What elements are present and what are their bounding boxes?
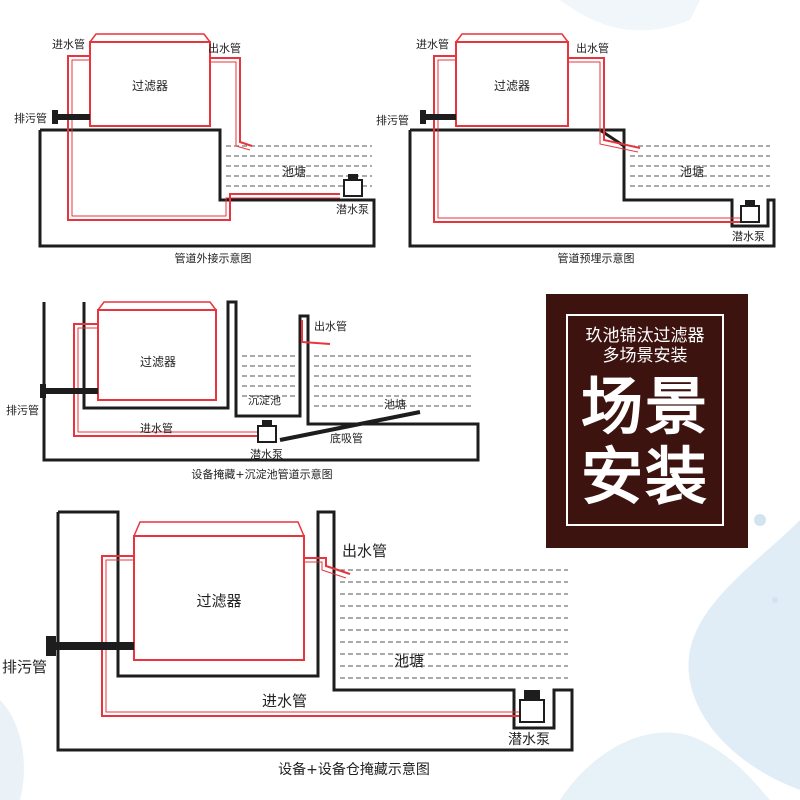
outlet-label: 出水管 [314, 319, 347, 333]
pond-water-lines [340, 570, 568, 678]
banner-big-text-2: 安装 [568, 442, 722, 512]
pond-label: 池塘 [680, 164, 704, 179]
pond-label: 池塘 [384, 397, 406, 411]
ground-outline [410, 130, 774, 246]
banner-brand-line: 玖池锦汰过滤器 [568, 326, 722, 346]
drain-pipe [56, 114, 90, 120]
inlet-label: 进水管 [52, 37, 85, 51]
pond-label: 池塘 [282, 164, 306, 179]
settling-tank-label: 沉淀池 [248, 393, 281, 407]
outlet-label: 出水管 [342, 542, 387, 560]
drain-label: 排污管 [14, 111, 47, 125]
filter-label: 过滤器 [132, 79, 168, 93]
outlet-label: 出水管 [208, 41, 241, 55]
diagram-caption: 设备掩藏+沉淀池管道示意图 [191, 467, 332, 481]
pump-label: 潜水泵 [732, 229, 765, 243]
ground-outline [40, 130, 374, 246]
banner-big-text-1: 场景 [568, 372, 722, 442]
filter-label: 过滤器 [494, 79, 530, 93]
inlet-label: 进水管 [262, 692, 307, 710]
drain-pipe [44, 388, 98, 394]
diagram-external-piping: 过滤器 进水管 出水管 排污管 池塘 潜水泵 管道外接示意图 [14, 34, 374, 265]
pump-label: 潜水泵 [508, 732, 550, 748]
drain-label: 排污管 [6, 403, 39, 417]
pump-icon [344, 174, 362, 196]
drain-pipe [424, 114, 456, 120]
pump-icon [258, 420, 276, 442]
bottom-suction-label: 底吸管 [330, 431, 363, 445]
diagram-hidden-settling-tank: 过滤器 出水管 排污管 沉淀池 池塘 进水管 底吸管 潜水泵 设备掩藏+沉淀池管… [6, 302, 478, 481]
filter-label: 过滤器 [196, 592, 241, 610]
drain-pipe [56, 642, 134, 650]
banner-subtitle: 多场景安装 [568, 346, 722, 366]
drain-label: 排污管 [376, 113, 409, 127]
diagram-caption: 管道预埋示意图 [558, 251, 635, 265]
inlet-label: 进水管 [416, 37, 449, 51]
outlet-label: 出水管 [576, 41, 609, 55]
diagram-caption: 管道外接示意图 [175, 251, 252, 265]
pump-icon [741, 200, 759, 222]
drain-label: 排污管 [2, 658, 47, 676]
pond-label: 池塘 [394, 652, 424, 670]
outlet-pipe [210, 58, 252, 146]
diagram-hidden-equipment-bay: 过滤器 出水管 排污管 池塘 进水管 潜水泵 设备+设备仓掩藏示意图 [2, 512, 572, 778]
pump-label: 潜水泵 [336, 202, 369, 216]
outlet-pipe [568, 58, 640, 148]
inlet-label: 进水管 [140, 421, 173, 435]
diagram-caption: 设备+设备仓掩藏示意图 [278, 761, 430, 778]
pump-icon [520, 690, 544, 722]
pump-label: 潜水泵 [250, 447, 283, 461]
banner-inner-frame: 玖池锦汰过滤器 多场景安装 场景 安装 [566, 314, 724, 526]
diagram-embedded-piping: 过滤器 进水管 出水管 排污管 池塘 潜水泵 管道预埋示意图 [376, 34, 774, 265]
filter-label: 过滤器 [140, 355, 176, 369]
